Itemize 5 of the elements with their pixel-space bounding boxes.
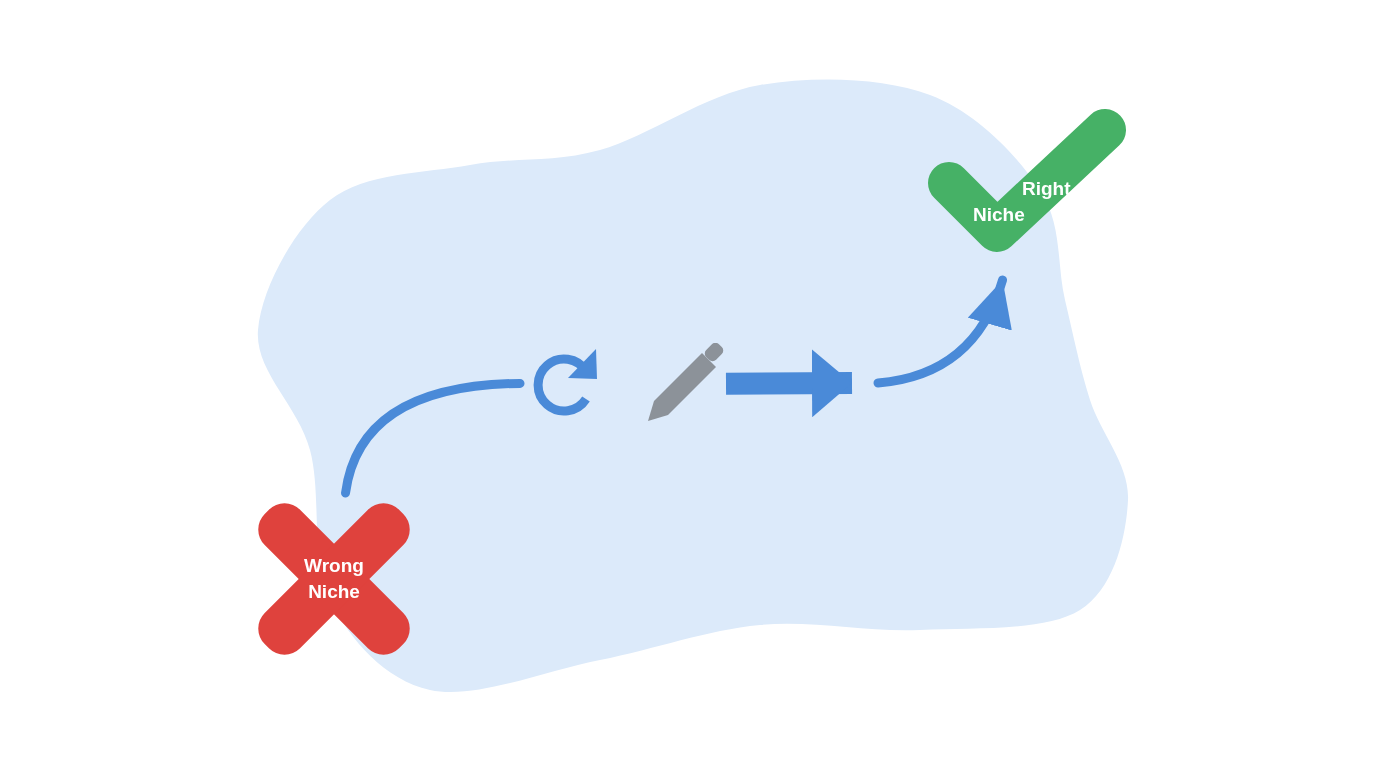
curved-line xyxy=(341,378,525,498)
curved-arrow xyxy=(873,275,1010,388)
block-arrow xyxy=(725,349,853,418)
node-label: Wrong Niche xyxy=(303,554,365,604)
node-label: Right Niche xyxy=(973,177,1072,227)
